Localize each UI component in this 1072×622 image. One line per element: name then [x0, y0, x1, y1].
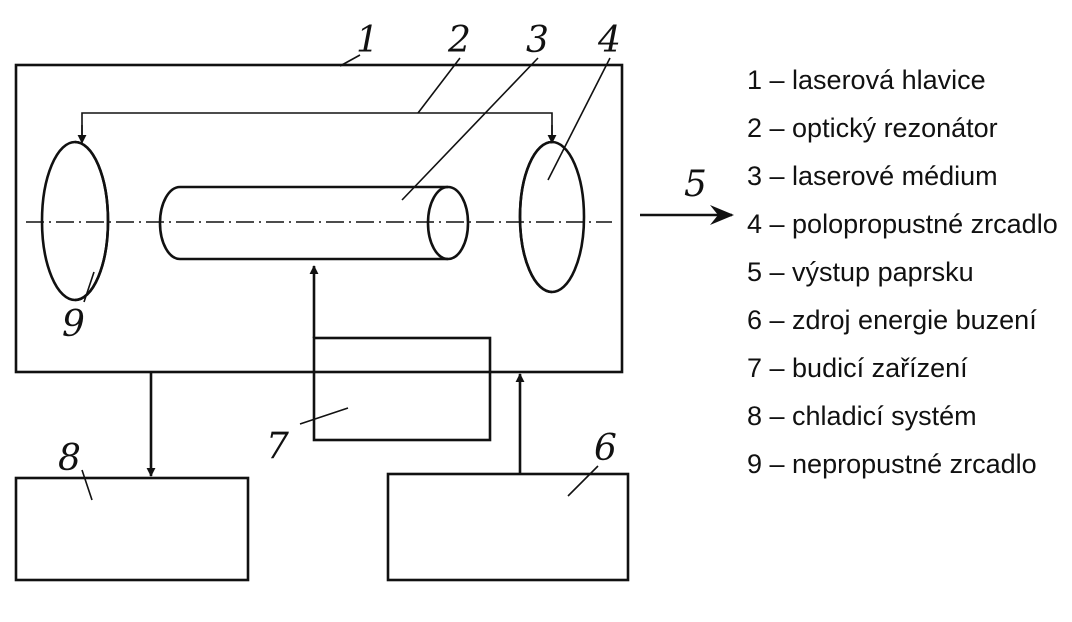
mirror-right: [518, 140, 586, 294]
label-9: 9: [62, 304, 85, 345]
label-3: 3: [526, 20, 549, 61]
energy-source-box: [386, 472, 630, 582]
legend-item: 2 – optický rezonátor: [747, 113, 998, 143]
legend-item: 6 – zdroj energie buzení: [747, 305, 1037, 335]
label-1: 1: [356, 20, 379, 61]
leader-lines: [81, 54, 611, 501]
label-5: 5: [684, 164, 707, 205]
legend-item: 1 – laserová hlavice: [747, 65, 986, 95]
cooling-system-box: [14, 476, 250, 582]
laser-diagram: 1 2 3 4 5 9 7 8 6: [14, 20, 734, 582]
mirror-left: [40, 140, 110, 302]
legend-item: 5 – výstup paprsku: [747, 257, 974, 287]
label-6: 6: [594, 428, 617, 469]
label-8: 8: [58, 438, 81, 479]
laser-medium-rod: [158, 185, 470, 261]
label-7: 7: [266, 426, 289, 467]
legend-item: 9 – nepropustné zrcadlo: [747, 449, 1037, 479]
legend-item: 7 – budicí zařízení: [747, 353, 968, 383]
legend-item: 8 – chladicí systém: [747, 401, 977, 431]
laser-head-box: [14, 63, 624, 374]
legend: 1 – laserová hlavice 2 – optický rezonát…: [747, 64, 1067, 496]
label-2: 2: [447, 20, 471, 61]
legend-item: 3 – laserové médium: [747, 161, 998, 191]
pump-device-box: [312, 336, 492, 442]
legend-item: 4 – polopropustné zrcadlo: [747, 209, 1058, 239]
label-4: 4: [597, 20, 621, 61]
